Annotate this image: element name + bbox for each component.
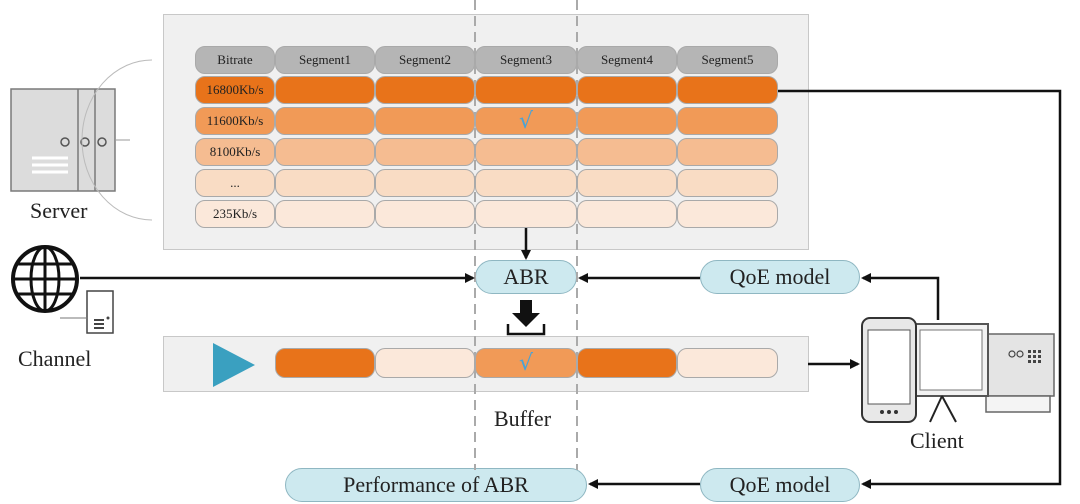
buffer-segment <box>677 348 778 378</box>
segment-cell <box>677 76 778 104</box>
qoe-model-bottom-label: QoE model <box>729 472 831 497</box>
buffer-label: Buffer <box>494 406 552 431</box>
segment-cell <box>475 76 577 104</box>
segment-cell <box>577 169 677 197</box>
segment-cell <box>275 169 375 197</box>
bitrate-label: 16800Kb/s <box>195 76 275 104</box>
performance-of-abr: Performance of ABR <box>285 468 587 502</box>
segment-cell <box>275 76 375 104</box>
qoe-model-top-label: QoE model <box>729 264 831 289</box>
client-label: Client <box>910 428 964 453</box>
server-label: Server <box>30 198 88 223</box>
check-icon: √ <box>518 350 534 376</box>
buffer-segment <box>275 348 375 378</box>
globe-icon <box>10 244 80 314</box>
header-segment-2: Segment2 <box>375 46 475 74</box>
segment-cell <box>677 200 778 228</box>
bitrate-label: 8100Kb/s <box>195 138 275 166</box>
bitrate-label: 11600Kb/s <box>195 107 275 135</box>
segment-cell <box>375 76 475 104</box>
header-bitrate: Bitrate <box>195 46 275 74</box>
segment-cell <box>577 138 677 166</box>
play-icon <box>209 341 259 389</box>
header-segment-4: Segment4 <box>577 46 677 74</box>
bitrate-label: ... <box>195 169 275 197</box>
bitrate-label: 235Kb/s <box>195 200 275 228</box>
segment-cell <box>677 107 778 135</box>
header-segment-1: Segment1 <box>275 46 375 74</box>
qoe-model-bottom: QoE model <box>700 468 860 502</box>
client-icon <box>860 316 1060 428</box>
abr-label: ABR <box>503 264 549 289</box>
qoe-model-top: QoE model <box>700 260 860 294</box>
abr-box: ABR <box>475 260 577 294</box>
segment-cell <box>275 107 375 135</box>
segment-cell <box>475 138 577 166</box>
channel-label: Channel <box>18 346 92 371</box>
buffer-segment <box>577 348 677 378</box>
header-segment-3: Segment3 <box>475 46 577 74</box>
download-icon <box>504 300 548 336</box>
header-segment-5: Segment5 <box>677 46 778 74</box>
server-icon <box>10 88 116 192</box>
check-icon: √ <box>518 108 534 134</box>
segment-cell <box>475 200 577 228</box>
segment-cell <box>577 107 677 135</box>
segment-cell <box>677 138 778 166</box>
segment-cell <box>375 200 475 228</box>
segment-cell <box>275 138 375 166</box>
performance-label: Performance of ABR <box>343 472 529 497</box>
segment-cell <box>275 200 375 228</box>
buffer-segment: √ <box>475 348 577 378</box>
document-icon <box>86 290 114 334</box>
buffer-segment <box>375 348 475 378</box>
segment-cell <box>577 200 677 228</box>
segment-cell <box>577 76 677 104</box>
segment-cell <box>677 169 778 197</box>
segment-cell <box>475 169 577 197</box>
segment-cell <box>375 107 475 135</box>
